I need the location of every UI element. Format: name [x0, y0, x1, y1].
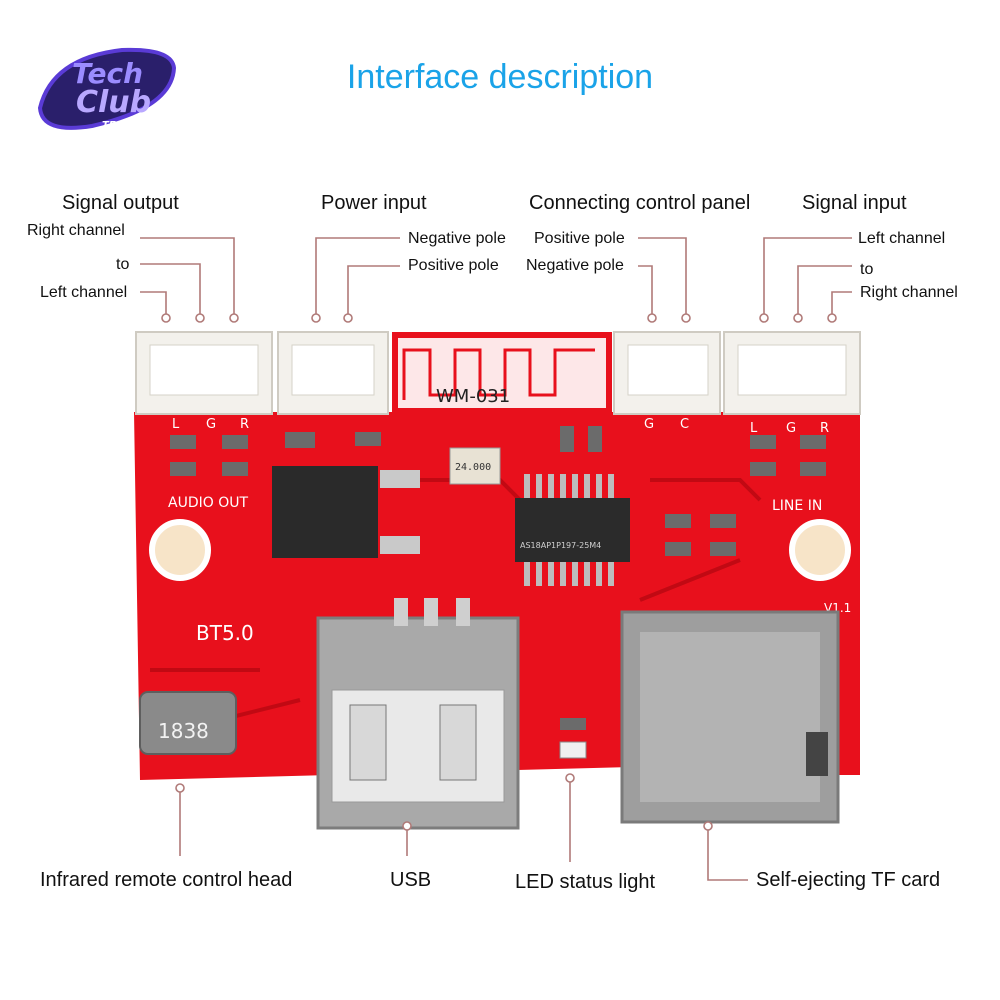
svg-text:C: C [680, 417, 689, 432]
control-panel-negative-pole: Negative pole [526, 257, 624, 274]
svg-text:G: G [786, 421, 796, 436]
control-panel-positive-pole: Positive pole [534, 230, 625, 247]
ir-receiver [139, 691, 237, 755]
svg-text:R: R [820, 421, 829, 436]
power-input-positive-pole: Positive pole [408, 257, 499, 274]
signal-input-left-channel: Left channel [858, 230, 946, 247]
audio-out-label: AUDIO OUT [168, 495, 248, 511]
mount-hole-right [789, 519, 851, 581]
logo-line2: Club [76, 85, 151, 120]
chip-pins [524, 474, 614, 586]
signal-output-left-channel: Left channel [40, 284, 128, 301]
power-input-negative-pole: Negative pole [408, 230, 506, 247]
svg-text:R: R [240, 417, 249, 432]
tf-card-label: Self-ejecting TF card [756, 869, 941, 891]
bt-version-label: BT5.0 [196, 621, 254, 645]
svg-text:G: G [206, 417, 216, 432]
logo-line1: Tech [72, 57, 143, 90]
tech-club-logo: Tech Club TECH CLUB [32, 38, 182, 138]
control-panel-heading: Connecting control panel [529, 192, 751, 214]
led-status-light [559, 741, 587, 759]
svg-text:L: L [172, 417, 180, 432]
ir-label: Infrared remote control head [40, 869, 293, 891]
signal-input-to: to [860, 261, 874, 278]
svg-text:L: L [750, 421, 758, 436]
svg-text:24.000: 24.000 [455, 462, 491, 473]
logo-small: TECH CLUB [102, 120, 164, 131]
page-title: Interface description [346, 58, 654, 96]
power-input-heading: Power input [321, 192, 427, 214]
module-label: WM-031 [436, 386, 510, 407]
svg-text:AS18AP1P197-25M4: AS18AP1P197-25M4 [520, 541, 601, 550]
signal-output-heading: Signal output [62, 192, 179, 214]
signal-input-right-channel: Right channel [860, 284, 958, 301]
signal-output-to: to [116, 256, 130, 273]
mount-hole-left [149, 519, 211, 581]
led-label: LED status light [515, 871, 656, 893]
line-in-label: LINE IN [772, 498, 822, 514]
svg-text:G: G [644, 417, 654, 432]
signal-output-right-channel: Right channel [27, 222, 125, 239]
voltage-regulator [272, 466, 378, 558]
svg-text:1838: 1838 [158, 719, 209, 743]
crystal [449, 447, 501, 485]
signal-input-heading: Signal input [802, 192, 907, 214]
main-chip [515, 498, 630, 562]
usb-label: USB [390, 869, 432, 891]
